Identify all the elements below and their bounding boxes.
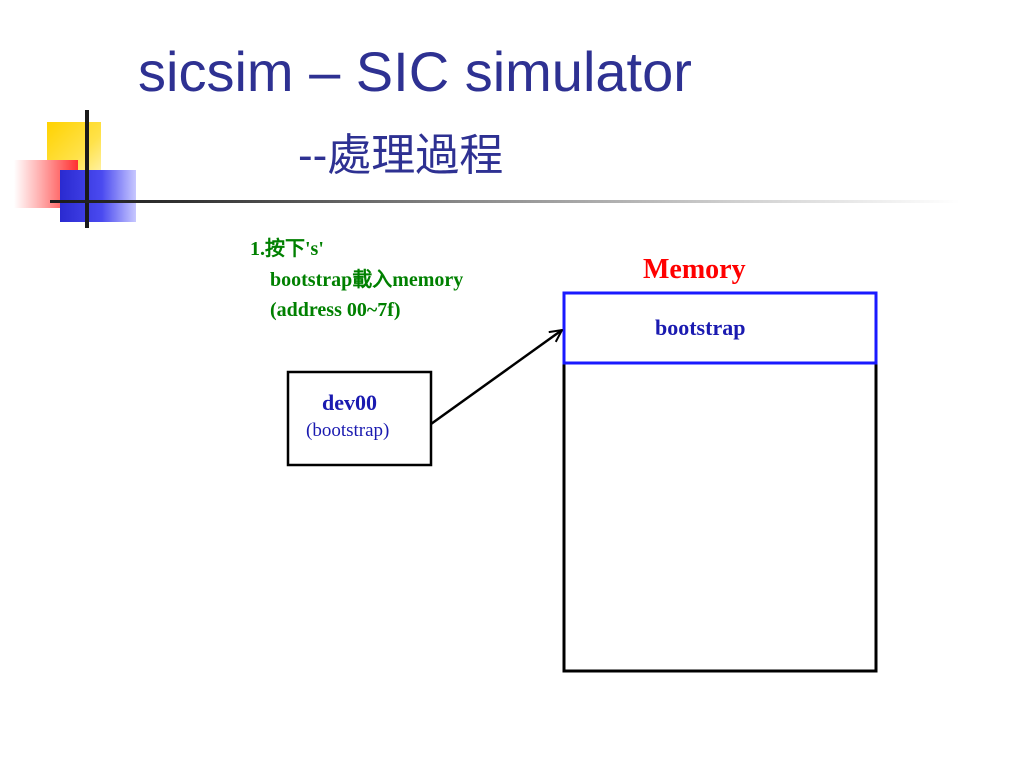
slide-title: sicsim – SIC simulator — [138, 40, 692, 103]
memory-bootstrap-region — [562, 291, 878, 365]
device-content: (bootstrap) — [306, 420, 390, 441]
title-underline — [50, 200, 960, 203]
device-box — [286, 370, 433, 467]
step-note-line-1: 1.按下's' — [250, 238, 324, 260]
memory-box — [562, 291, 878, 673]
memory-title: Memory — [643, 254, 746, 285]
step-note-line-2: bootstrap載入memory — [270, 269, 464, 291]
device-name: dev00 — [322, 390, 377, 415]
memory-bootstrap-label: bootstrap — [655, 315, 746, 340]
load-arrow — [430, 330, 562, 426]
decorative-corner-graphic — [0, 0, 160, 240]
decor-blue-square — [60, 170, 136, 222]
slide-subtitle: --處理過程 — [298, 131, 504, 180]
step-note-line-3: (address 00~7f) — [270, 299, 401, 321]
decor-vertical-line — [85, 110, 89, 228]
